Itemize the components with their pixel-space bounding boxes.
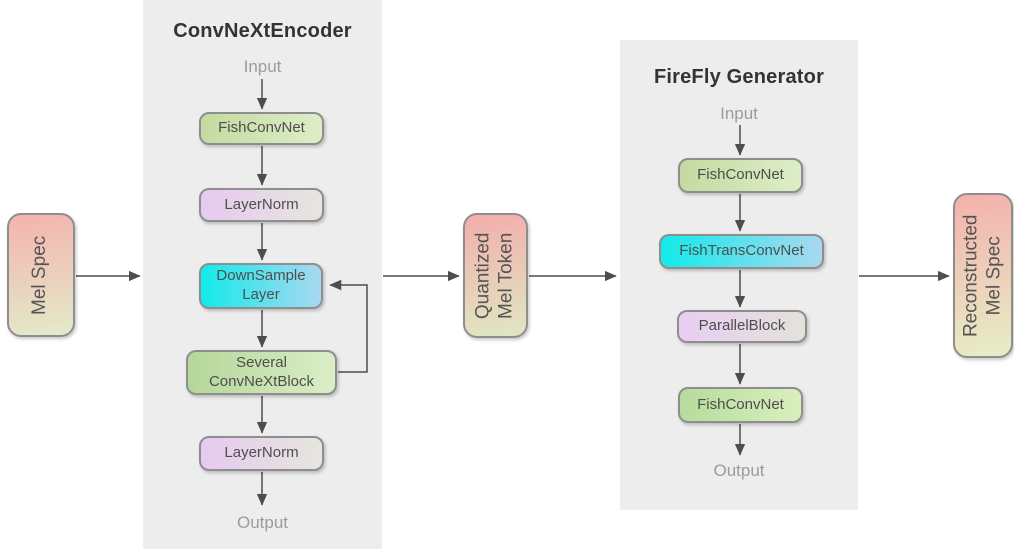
- firefly-generator-panel: [620, 40, 858, 510]
- node-mel-spec: Mel Spec: [7, 213, 75, 337]
- generator-title: FireFly Generator: [653, 66, 825, 88]
- node-gen-fishtransconvnet: FishTransConvNet: [659, 234, 824, 269]
- node-enc-layernorm-2: LayerNorm: [199, 436, 324, 471]
- node-label: Mel Spec: [29, 235, 51, 315]
- encoder-input-label: Input: [243, 57, 282, 76]
- node-enc-layernorm-1: LayerNorm: [199, 188, 324, 222]
- generator-input-label: Input: [720, 104, 758, 123]
- node-label: LayerNorm: [224, 444, 299, 462]
- node-gen-fishconvnet-2: FishConvNet: [678, 387, 803, 423]
- node-label: FishTransConvNet: [679, 242, 804, 260]
- node-label: DownSample Layer: [216, 267, 306, 303]
- node-enc-fishconvnet: FishConvNet: [199, 112, 324, 145]
- generator-output-label: Output: [713, 461, 765, 480]
- encoder-output-label: Output: [236, 513, 289, 532]
- node-gen-fishconvnet-1: FishConvNet: [678, 158, 803, 193]
- arrow-feedback-convnextblock-to-downsample: [329, 279, 368, 373]
- node-enc-several-convnextblock: Several ConvNeXtBlock: [186, 350, 337, 395]
- node-label: Reconstructed Mel Spec: [960, 214, 1005, 337]
- node-label: Quantized Mel Token: [472, 232, 517, 319]
- node-label: FishConvNet: [697, 166, 784, 184]
- node-label: FishConvNet: [218, 119, 305, 137]
- node-label: ParallelBlock: [698, 317, 786, 335]
- node-quantized-mel-token: Quantized Mel Token: [463, 213, 528, 338]
- node-label: FishConvNet: [697, 395, 784, 413]
- encoder-title: ConvNeXtEncoder: [173, 20, 352, 42]
- node-enc-downsample-layer: DownSample Layer: [199, 263, 323, 309]
- node-gen-parallelblock: ParallelBlock: [677, 310, 807, 343]
- node-label: LayerNorm: [224, 195, 299, 213]
- node-reconstructed-mel-spec: Reconstructed Mel Spec: [953, 193, 1013, 358]
- node-label: Several ConvNeXtBlock: [208, 353, 315, 390]
